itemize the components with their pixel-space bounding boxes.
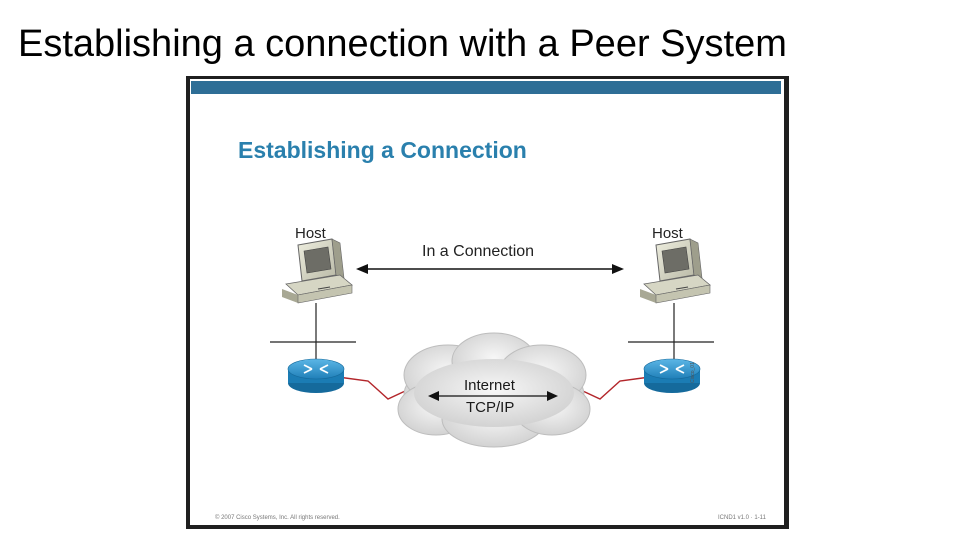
slide-title: Establishing a connection with a Peer Sy…	[18, 23, 787, 65]
slide-header-bar	[191, 81, 781, 94]
wan-link-left	[337, 376, 419, 400]
wan-link-right	[569, 376, 651, 400]
network-diagram	[270, 238, 714, 448]
connection-arrow	[356, 264, 624, 274]
router-left-icon	[287, 358, 345, 393]
host-label-right: Host	[652, 225, 683, 242]
footer-copyright: © 2007 Cisco Systems, Inc. All rights re…	[215, 515, 340, 521]
cloud-label-internet: Internet	[464, 377, 515, 394]
embedded-slide-frame: Establishing a Connection Host Host In a…	[186, 76, 789, 529]
host-label-left: Host	[295, 225, 326, 242]
embedded-slide: Establishing a Connection Host Host In a…	[190, 79, 784, 525]
footer-course-code: ICND1 v1.0 · 1-11	[718, 515, 766, 521]
router-right-icon	[643, 358, 701, 393]
diagram-title: Establishing a Connection	[238, 137, 527, 163]
internet-arrow	[428, 391, 558, 401]
host-computer-left-icon	[282, 238, 353, 304]
cloud-label-protocol: TCP/IP	[466, 399, 515, 416]
connection-label: In a Connection	[422, 243, 535, 260]
host-computer-right-icon	[640, 238, 711, 304]
side-code: Cisco_01	[690, 362, 696, 383]
